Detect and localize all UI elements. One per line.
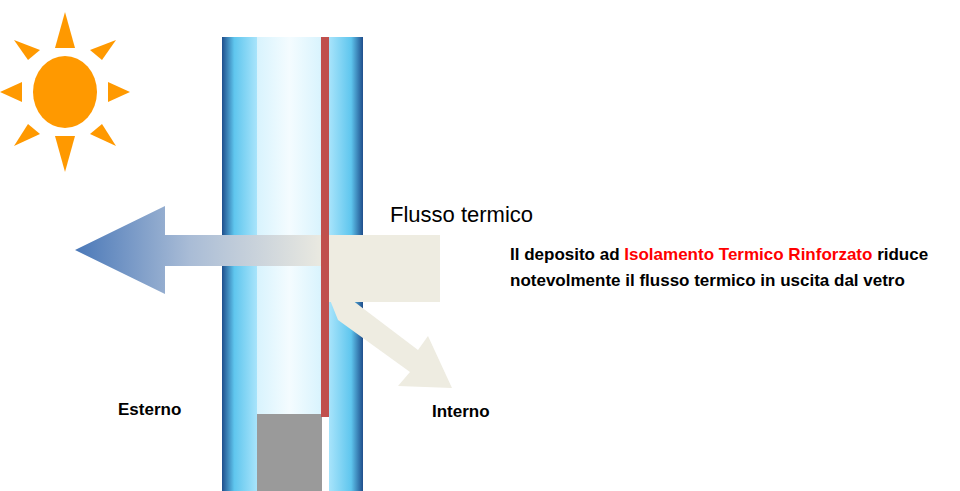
heat-flow-block <box>324 235 440 302</box>
flow-label: Flusso termico <box>390 202 533 228</box>
spacer <box>257 414 322 491</box>
note-part: Il deposito ad <box>510 245 620 264</box>
side-label: Esterno <box>118 400 181 420</box>
sun-icon <box>0 12 130 172</box>
side-label: Interno <box>432 402 490 422</box>
reflected-flow-arrow <box>330 300 452 388</box>
heat-flow-arrow <box>75 206 330 294</box>
note-highlight: Isolamento Termico Rinforzato <box>624 245 872 264</box>
note-text: Il deposito ad Isolamento Termico Rinfor… <box>510 242 930 294</box>
low-e-coating <box>321 37 329 417</box>
